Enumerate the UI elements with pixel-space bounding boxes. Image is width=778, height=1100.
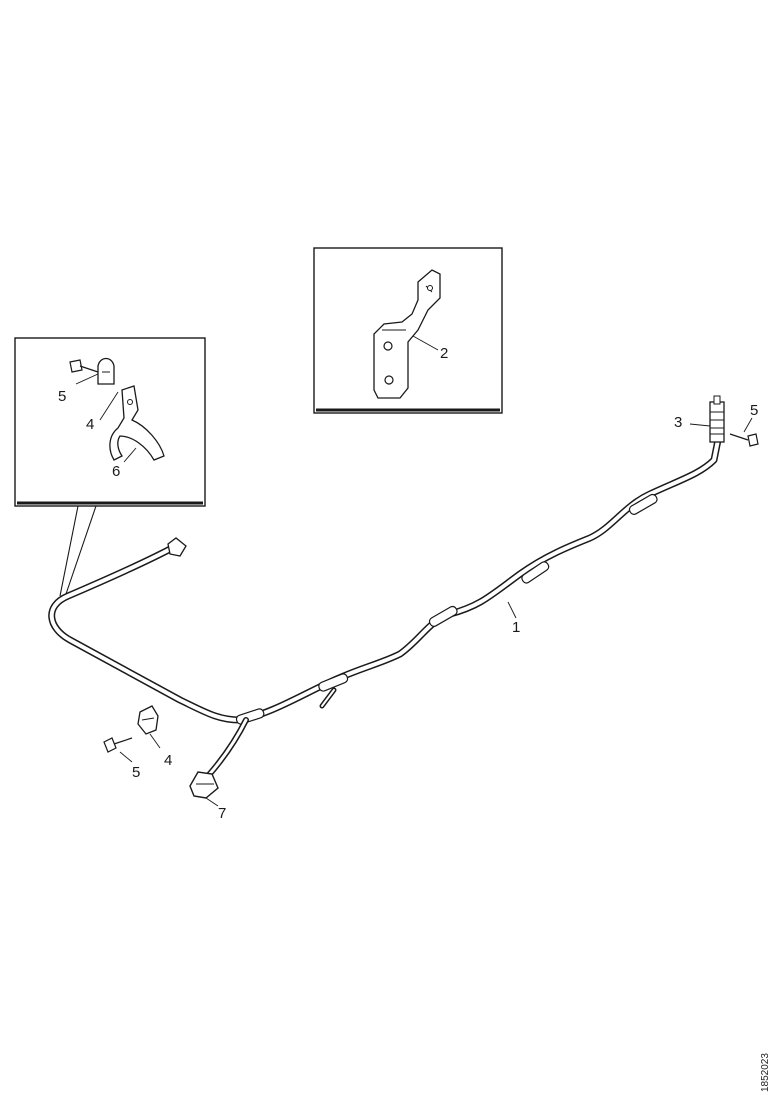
pipe-sleeves <box>235 493 658 725</box>
callout-bolt-fitting: 5 <box>750 402 758 419</box>
inset-clamp-part <box>109 385 165 461</box>
callout-clip-inset: 4 <box>86 416 94 433</box>
document-id: 1852023 <box>760 1053 771 1092</box>
callout-bolt-lower: 5 <box>132 764 140 781</box>
right-fitting-part <box>709 395 725 443</box>
callout-clamp-inset: 6 <box>112 463 120 480</box>
left-end-fitting <box>167 537 187 557</box>
bracket-inset-panel <box>313 247 503 414</box>
callout-clip-lower: 4 <box>164 752 172 769</box>
lower-clip-part <box>137 705 159 735</box>
callout-bracket: 2 <box>440 345 448 362</box>
pipe-assembly <box>48 436 722 779</box>
lower-bolt-part <box>103 737 133 753</box>
bracket-part <box>373 269 441 399</box>
callout-bolt-inset: 5 <box>58 388 66 405</box>
callout-fitting: 3 <box>674 414 682 431</box>
callout-pipe: 1 <box>512 619 520 636</box>
clip-inset-panel <box>14 337 206 507</box>
inset-clip-part <box>97 357 115 385</box>
end-fitting-part <box>189 771 219 799</box>
inset-bolt-part <box>69 359 99 373</box>
right-bolt-part <box>729 433 759 447</box>
callout-end-fitting: 7 <box>218 805 226 822</box>
